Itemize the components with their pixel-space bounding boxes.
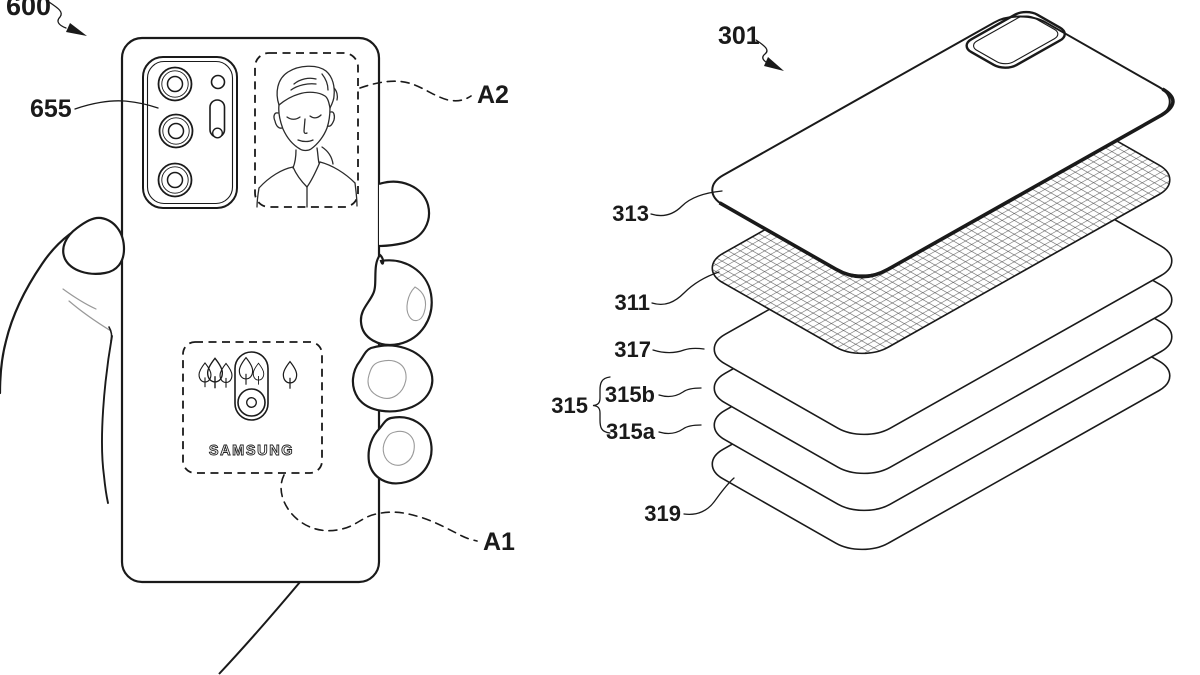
leader-319 xyxy=(683,477,735,516)
capsule-camera-dot xyxy=(246,397,257,408)
leader-313 xyxy=(650,190,723,217)
label-319: 319 xyxy=(644,501,681,526)
camera-lens-bottom xyxy=(157,162,193,198)
label-315b: 315b xyxy=(605,382,655,407)
label-313: 313 xyxy=(612,201,649,226)
laser-af-dot-icon xyxy=(212,127,223,139)
gripping-fingers xyxy=(351,180,434,485)
camera-cutout xyxy=(960,8,1071,71)
thumb xyxy=(62,216,126,275)
fingertip-3 xyxy=(351,344,434,413)
layer-313-back-cover xyxy=(697,6,1188,284)
left-shoulder xyxy=(258,166,294,189)
capsule-camera-widget xyxy=(234,351,269,421)
fingertip-1 xyxy=(378,180,431,248)
right-ear xyxy=(327,111,336,127)
leader-311 xyxy=(651,271,720,306)
palm-edge-line xyxy=(101,335,113,504)
wrist-line xyxy=(218,581,301,675)
right-eye xyxy=(309,114,322,119)
figure-301-exploded-stack: 301 313 311 317 315b 315a 315 319 xyxy=(551,6,1187,558)
leader-a1 xyxy=(280,474,478,542)
leader-317 xyxy=(652,347,705,354)
label-311: 311 xyxy=(615,290,651,315)
label-317: 317 xyxy=(614,337,651,362)
face-outline xyxy=(278,104,331,152)
nose xyxy=(303,118,308,135)
label-a1: A1 xyxy=(483,528,515,556)
label-655: 655 xyxy=(30,95,72,123)
leader-a2 xyxy=(359,80,472,102)
leader-315b xyxy=(658,387,702,398)
leader-655 xyxy=(74,100,159,110)
figure-600-phone-in-hand: SAMSUNG 600 655 A2 A1 xyxy=(0,0,515,675)
mouth xyxy=(297,139,314,143)
label-301: 301 xyxy=(718,22,760,50)
widget-area-a1-box xyxy=(182,341,323,474)
leader-315a xyxy=(658,424,702,435)
sensor-dot-icon xyxy=(210,74,226,90)
capsule-outline xyxy=(234,351,269,421)
hair-outline xyxy=(276,65,335,109)
label-315a: 315a xyxy=(606,419,656,444)
label-a2: A2 xyxy=(477,81,509,109)
fingertip-4 xyxy=(367,416,433,485)
cover-thick-edge xyxy=(720,21,1185,284)
brace-315 xyxy=(592,376,611,434)
fingertip-2 xyxy=(359,253,433,346)
portrait-drawing xyxy=(256,65,358,208)
label-315: 315 xyxy=(551,393,588,418)
left-eye xyxy=(286,116,301,120)
samsung-logo-text: SAMSUNG xyxy=(209,443,294,459)
camera-module xyxy=(142,56,238,209)
ref-301-arrow xyxy=(755,39,784,71)
capsule-camera-ring xyxy=(237,388,266,417)
left-ear xyxy=(273,112,283,129)
camera-lens-top xyxy=(157,66,193,102)
right-shoulder xyxy=(319,161,356,184)
camera-lens-middle xyxy=(158,113,194,149)
label-600: 600 xyxy=(6,0,51,21)
ref-600-arrow xyxy=(48,1,87,36)
